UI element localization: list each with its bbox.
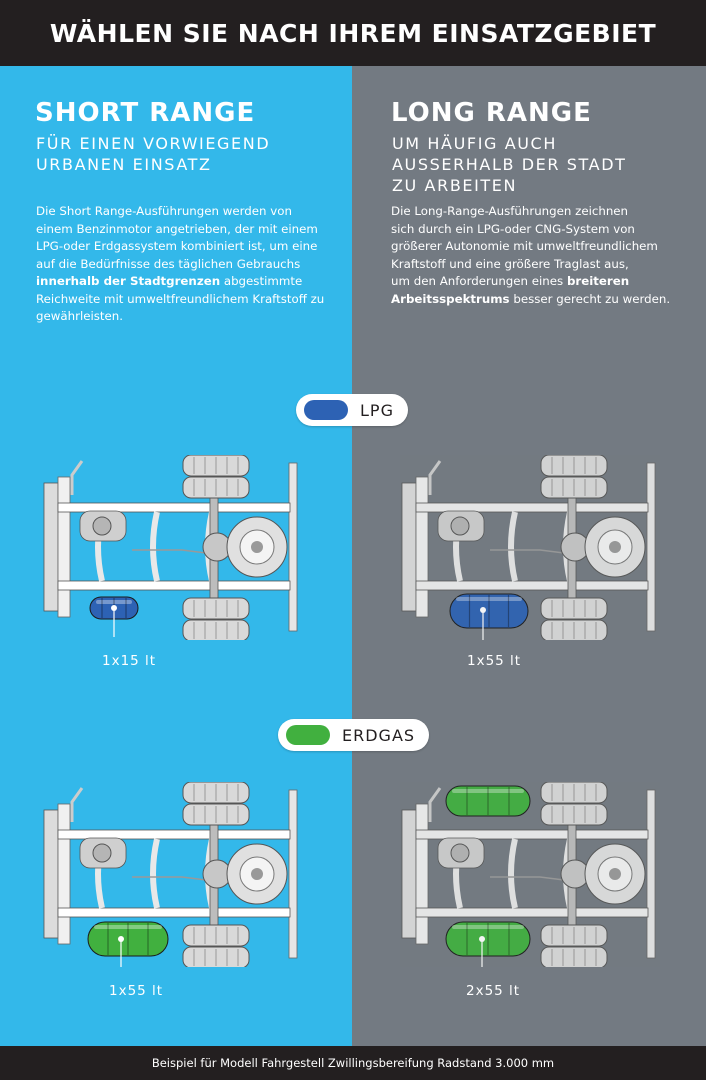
short-erdgas-capacity: 1x55 lt (109, 983, 164, 999)
long-range-description: Die Long-Range-Ausführungen zeichnen sic… (391, 204, 671, 306)
gas-tank-icon (445, 785, 531, 817)
gas-tank-icon (87, 921, 169, 957)
short-lpg-capacity: 1x15 lt (102, 653, 157, 669)
erdgas-color-swatch (286, 725, 330, 745)
long-range-title: LONG RANGE (391, 98, 592, 128)
erdgas-label: ERDGAS (342, 725, 416, 745)
gas-tank-icon (445, 921, 531, 957)
footer-note: Beispiel für Modell Fahrgestell Zwilling… (0, 1046, 706, 1080)
long-erdgas-capacity: 2x55 lt (466, 983, 521, 999)
short-range-title: SHORT RANGE (35, 98, 256, 128)
long-range-highlight: Arbeitsspektrums (391, 291, 510, 306)
chassis-illustration (400, 782, 660, 967)
footer-text: Beispiel für Modell Fahrgestell Zwilling… (151, 1056, 555, 1070)
erdgas-legend-pill: ERDGAS (278, 719, 430, 751)
gas-tank-icon (449, 593, 529, 629)
short-range-subtitle: FÜR EINEN VORWIEGEND URBANEN EINSATZ (36, 134, 271, 174)
chassis-illustration (43, 455, 298, 640)
lpg-legend-pill: LPG (296, 394, 408, 426)
long-range-subtitle: UM HÄUFIG AUCH AUSSERHALB DER STADT ZU A… (392, 134, 627, 195)
lpg-color-swatch (304, 400, 348, 420)
chassis-illustration (400, 455, 660, 640)
page-header: WÄHLEN SIE NACH IHREM EINSATZGEBIET (0, 0, 706, 66)
chassis-illustration (43, 782, 298, 967)
page-title: WÄHLEN SIE NACH IHREM EINSATZGEBIET (49, 18, 657, 48)
short-range-highlight: innerhalb der Stadtgrenzen (36, 274, 221, 288)
long-lpg-capacity: 1x55 lt (467, 653, 522, 669)
lpg-label: LPG (360, 400, 394, 420)
short-range-description: Die Short Range-Ausführungen werden von … (36, 204, 325, 323)
